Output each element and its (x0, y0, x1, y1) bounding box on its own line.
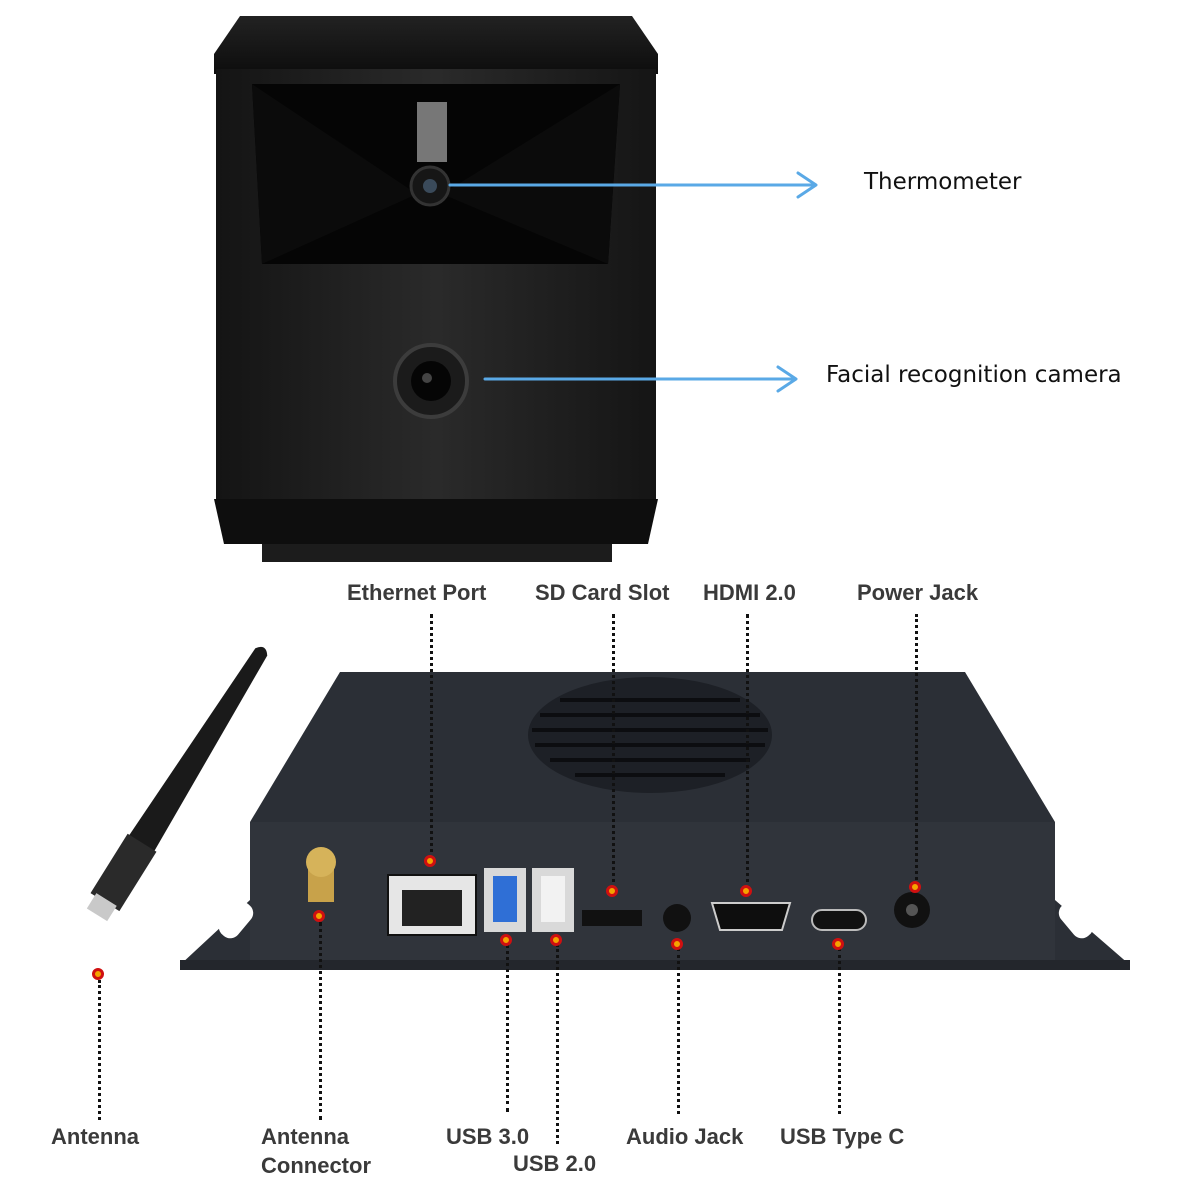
usb-type-c-port (811, 909, 867, 931)
usb2-leader (556, 944, 559, 1144)
device-base (214, 499, 658, 544)
facial-recognition-camera-label: Facial recognition camera (826, 362, 1122, 388)
antenna-leader (98, 980, 101, 1120)
sd-card-slot (582, 910, 642, 926)
antenna-connector-label-line1: Antenna (261, 1124, 349, 1149)
thermometer-arrow-head (796, 171, 818, 199)
audio-leader (677, 948, 680, 1114)
callout-arrows (448, 171, 818, 393)
sd-card-slot-label: SD Card Slot (535, 580, 670, 605)
antenna-marker (92, 968, 104, 980)
power-marker (909, 881, 921, 893)
box-pc-device (86, 646, 1130, 970)
ethernet-leader (430, 614, 433, 860)
audio-jack-label: Audio Jack (626, 1124, 744, 1149)
sd-card-leader (612, 614, 615, 890)
power-jack-label: Power Jack (857, 580, 979, 605)
sd-card-marker (606, 885, 618, 897)
antenna-label: Antenna (51, 1124, 139, 1149)
usb-3-label: USB 3.0 (446, 1124, 530, 1149)
hdmi-marker (740, 885, 752, 897)
top-cap (214, 16, 658, 74)
hdmi-label: HDMI 2.0 (703, 580, 796, 605)
usb-c-marker (832, 938, 844, 950)
vent (528, 677, 772, 793)
hdmi-port (710, 902, 792, 931)
camera-thermometer-device (214, 16, 658, 562)
usb-c-leader (838, 948, 841, 1114)
antenna-connector-marker (313, 910, 325, 922)
usb3-leader (506, 944, 509, 1112)
ethernet-marker (424, 855, 436, 867)
camera-arrow-head (776, 365, 798, 393)
usb3-marker (500, 934, 512, 946)
usb2-marker (550, 934, 562, 946)
front-panel (250, 822, 1055, 962)
antenna-connector-label-line2: Connector (261, 1153, 371, 1178)
ethernet-port-label: Ethernet Port (347, 580, 487, 605)
power-leader (915, 614, 918, 886)
antenna (86, 646, 268, 922)
thermometer-label: Thermometer (864, 169, 1022, 195)
usb-2-label: USB 2.0 (513, 1151, 597, 1176)
antenna-connector-leader (319, 922, 322, 1120)
ir-sensor (417, 102, 447, 162)
hdmi-leader (746, 614, 749, 890)
audio-jack (663, 904, 691, 932)
usb-type-c-label: USB Type C (780, 1124, 905, 1149)
audio-marker (671, 938, 683, 950)
